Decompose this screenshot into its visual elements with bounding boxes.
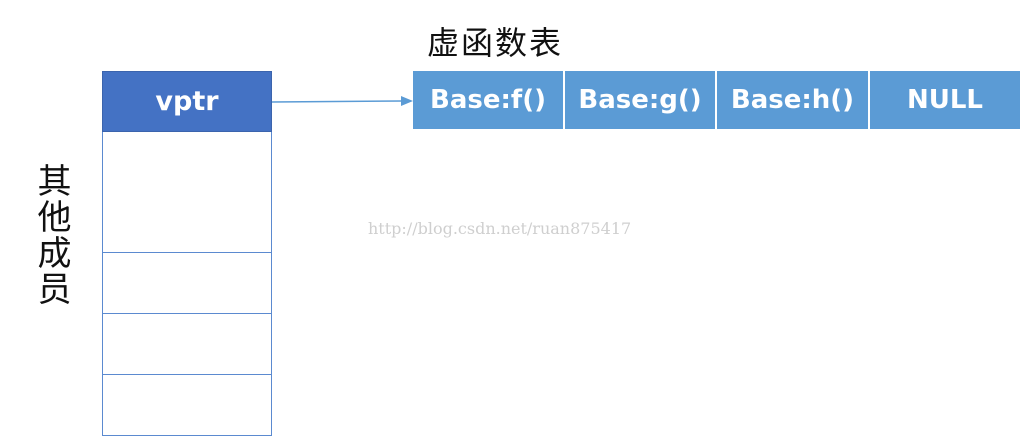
member-slot bbox=[102, 192, 272, 253]
member-slot bbox=[102, 132, 272, 193]
member-slot bbox=[102, 375, 272, 436]
vtable-row: Base:f() Base:g() Base:h() NULL bbox=[413, 71, 1020, 129]
member-slot bbox=[102, 314, 272, 375]
object-layout: vptr bbox=[102, 71, 272, 436]
member-slot bbox=[102, 253, 272, 314]
arrow-line bbox=[271, 100, 403, 103]
vtable-entry-h: Base:h() bbox=[717, 71, 870, 129]
other-members-label: 其他成员 bbox=[31, 163, 71, 307]
vtable-entry-null: NULL bbox=[870, 71, 1020, 129]
vtable-entry-g: Base:g() bbox=[565, 71, 717, 129]
watermark-text: http://blog.csdn.net/ruan875417 bbox=[368, 219, 632, 238]
vptr-cell: vptr bbox=[102, 71, 272, 132]
arrow-head bbox=[401, 96, 413, 106]
vtable-entry-f: Base:f() bbox=[413, 71, 565, 129]
vtable-title: 虚函数表 bbox=[427, 24, 564, 62]
